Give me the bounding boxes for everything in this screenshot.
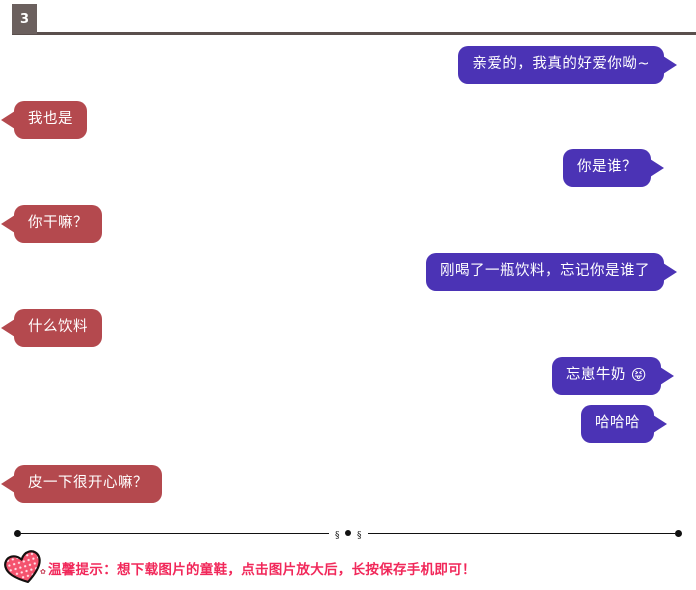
tab-label: 3	[19, 11, 30, 27]
tab-strip: 3	[0, 0, 696, 37]
polka-dot-heart-icon: ✿	[4, 549, 50, 586]
chat-bubble-outgoing-3[interactable]: 刚喝了一瓶饮料，忘记你是谁了	[426, 253, 664, 291]
chat-bubble-outgoing-5[interactable]: 哈哈哈	[581, 405, 654, 443]
divider-end-dot-left	[14, 529, 21, 537]
chat-bubble-outgoing-1[interactable]: 亲爱的，我真的好爱你呦~	[458, 46, 664, 84]
squinting-tongue-face-icon: 😝	[630, 366, 647, 384]
tab-3[interactable]: 3	[12, 4, 37, 34]
chat-bubble-text: 刚喝了一瓶饮料，忘记你是谁了	[440, 263, 650, 279]
chat-bubble-text: 你是谁？	[577, 159, 637, 175]
chat-bubble-text: 你干嘛？	[28, 215, 88, 231]
divider-curl-right-icon: §	[357, 528, 362, 539]
divider-end-dot-right	[675, 529, 682, 537]
footer-tip-text: 温馨提示：想下载图片的童鞋，点击图片放大后，长按保存手机即可！	[48, 561, 476, 578]
tab-strip-rule	[12, 32, 696, 35]
chat-bubble-incoming-2[interactable]: 你干嘛？	[14, 205, 102, 243]
chat-bubble-text: 亲爱的，我真的好爱你呦~	[472, 56, 650, 72]
divider-line-right	[367, 532, 675, 534]
footer-tip-bar: ✿ 温馨提示：想下载图片的童鞋，点击图片放大后，长按保存手机即可！	[0, 548, 696, 587]
divider-center-dot	[345, 530, 351, 536]
svg-text:✿: ✿	[40, 568, 46, 576]
chat-bubble-text: 忘崽牛奶	[565, 367, 626, 384]
chat-thread: 亲爱的，我真的好爱你呦~ 我也是 你是谁？ 你干嘛？ 刚喝了一瓶饮料，忘记你是谁…	[0, 37, 696, 517]
chat-bubble-incoming-3[interactable]: 什么饮料	[14, 309, 102, 347]
chat-bubble-outgoing-4[interactable]: 忘崽牛奶 😝	[551, 357, 661, 395]
chat-bubble-text: 哈哈哈	[595, 415, 640, 431]
divider-curl-left-icon: §	[334, 528, 340, 539]
chat-bubble-incoming-4[interactable]: 皮一下很开心嘛？	[14, 465, 162, 503]
chat-bubble-incoming-1[interactable]: 我也是	[14, 101, 87, 139]
chat-bubble-text: 皮一下很开心嘛？	[28, 475, 148, 491]
chat-bubble-text: 什么饮料	[28, 319, 88, 335]
divider-line-left	[21, 532, 329, 534]
chat-bubble-text: 我也是	[28, 111, 73, 127]
decorative-divider: § §	[0, 524, 696, 542]
chat-bubble-outgoing-2[interactable]: 你是谁？	[563, 149, 651, 187]
